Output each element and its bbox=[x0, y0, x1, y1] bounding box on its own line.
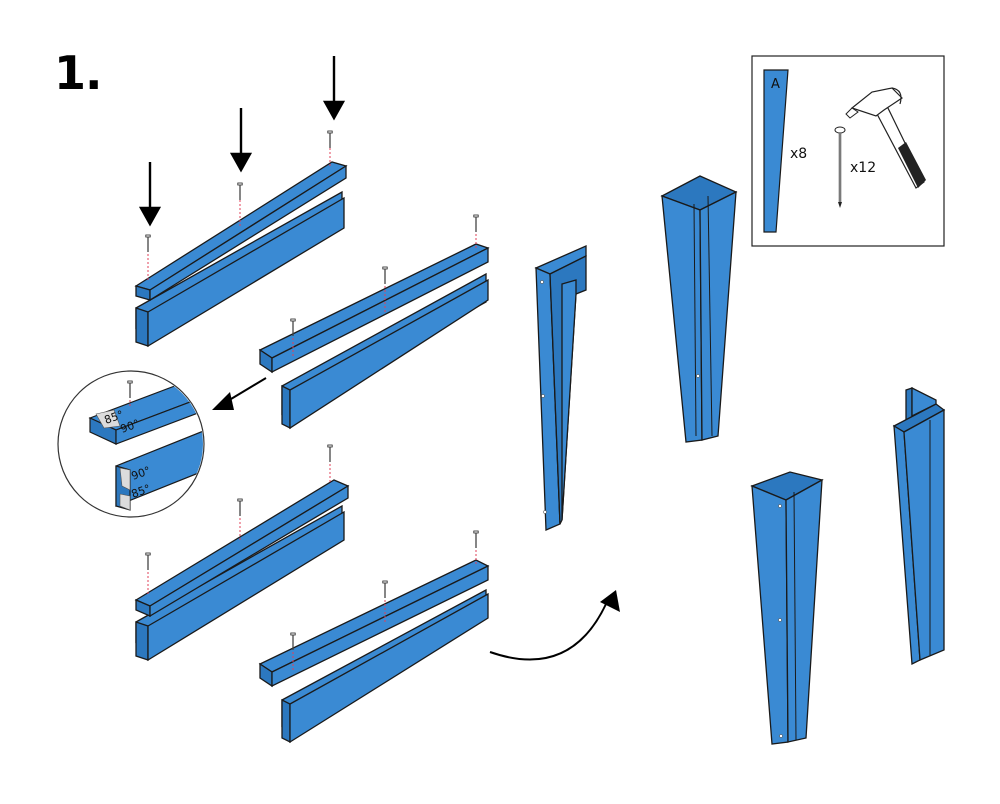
part-letter: A bbox=[771, 77, 780, 92]
nail-icon bbox=[473, 530, 479, 549]
assembled-leg-4 bbox=[892, 386, 946, 666]
angle-label: 85° bbox=[103, 408, 126, 427]
board-pair-4 bbox=[258, 530, 490, 744]
nail-icon bbox=[145, 552, 151, 571]
hammer-icon bbox=[845, 87, 926, 189]
detail-callout: 85° 90° 90° 85° bbox=[57, 370, 205, 518]
angle-label: 85° bbox=[130, 482, 153, 501]
nail-icon bbox=[834, 126, 846, 208]
assembled-leg-1 bbox=[534, 245, 587, 531]
nail-icon bbox=[327, 130, 333, 149]
board-pair-3 bbox=[134, 444, 350, 662]
angle-label: 90° bbox=[130, 464, 153, 483]
nail-icon bbox=[327, 444, 333, 463]
parts-box: A x8 x12 bbox=[751, 55, 945, 247]
nail-icon bbox=[237, 182, 243, 201]
angle-label: 90° bbox=[119, 417, 142, 436]
part-a-board bbox=[763, 69, 789, 233]
nail-icon bbox=[237, 498, 243, 517]
nail-icon bbox=[473, 214, 479, 233]
board-pair-2 bbox=[258, 214, 490, 430]
part-quantity: x8 bbox=[790, 146, 807, 162]
result-arrow bbox=[489, 590, 620, 661]
hammer-arrows bbox=[138, 56, 346, 227]
nail-quantity: x12 bbox=[850, 160, 876, 176]
step-number: 1. bbox=[54, 46, 102, 100]
nail-icon bbox=[382, 266, 388, 285]
assembled-leg-2 bbox=[660, 175, 738, 443]
nail-icon bbox=[145, 234, 151, 253]
callout-arrow bbox=[212, 377, 267, 410]
nail-icon bbox=[382, 580, 388, 599]
assembled-leg-3 bbox=[750, 471, 824, 745]
board-pair-1 bbox=[134, 130, 348, 348]
